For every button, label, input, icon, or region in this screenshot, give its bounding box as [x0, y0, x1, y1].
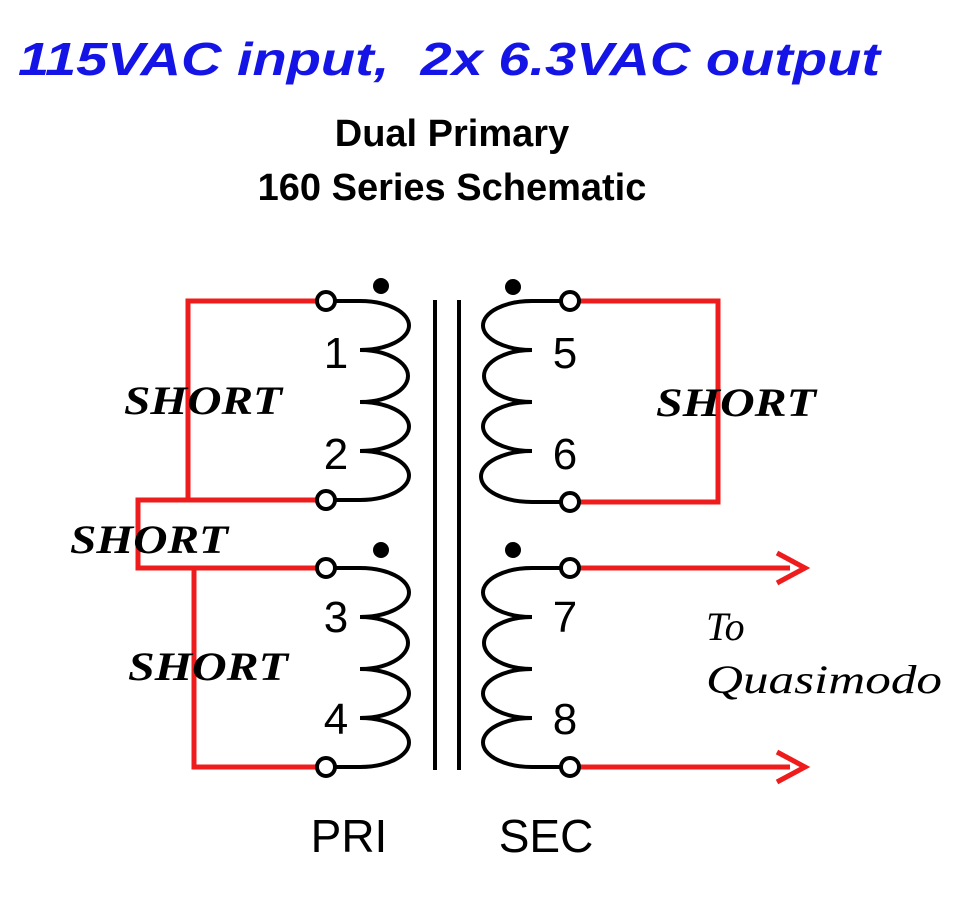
polarity-dot-pin1	[373, 278, 389, 294]
polarity-dot-pin5	[505, 279, 521, 295]
short-wire-pin2-pin3	[135, 497, 322, 571]
short-label-pin5-pin6: SHORT	[656, 380, 818, 425]
subtitle-line-1: Dual Primary	[335, 113, 569, 155]
terminal-pin7	[559, 557, 581, 579]
pin-label-8: 8	[553, 695, 577, 744]
polarity-dot-pin7	[505, 542, 521, 558]
terminal-pin3	[315, 557, 337, 579]
output-note-line-2: Quasimodo	[706, 657, 942, 702]
terminal-pin8	[559, 756, 581, 778]
primary-label: PRI	[311, 810, 388, 862]
pin-label-6: 6	[553, 430, 577, 479]
short-wire-pin1-pin2	[185, 298, 322, 503]
title: 115VAC input, 2x 6.3VAC output	[18, 33, 882, 85]
short-wire-pin5-pin6	[578, 298, 721, 505]
short-wire-pin3-pin4	[191, 568, 322, 770]
primary-coil-upper	[330, 299, 411, 502]
polarity-dot-pin3	[373, 542, 389, 558]
wiring	[135, 298, 811, 785]
short-label-pin3-pin4: SHORT	[128, 644, 290, 689]
terminal-pin5	[559, 290, 581, 312]
pin-label-1: 1	[324, 329, 348, 378]
pin-label-4: 4	[324, 695, 348, 744]
short-label-pin1-pin2: SHORT	[124, 378, 284, 423]
short-label-pin2-pin3: SHORT	[70, 517, 230, 562]
terminal-pin1	[315, 290, 337, 312]
terminal-pin2	[315, 489, 337, 511]
secondary-coil-upper	[479, 299, 570, 504]
primary-coil-lower	[330, 566, 411, 769]
terminal-pin6	[559, 491, 581, 513]
pin-label-7: 7	[553, 593, 577, 642]
arrowhead-pin7	[775, 550, 811, 586]
pin-label-2: 2	[324, 430, 348, 479]
pin-label-3: 3	[324, 593, 348, 642]
secondary-coil-lower	[481, 566, 570, 769]
output-note-line-1: To	[706, 604, 745, 649]
pin-label-5: 5	[553, 329, 577, 378]
arrowhead-pin8	[775, 749, 811, 785]
subtitle-line-2: 160 Series Schematic	[258, 167, 647, 209]
secondary-label: SEC	[499, 810, 594, 862]
terminal-pin4	[315, 756, 337, 778]
